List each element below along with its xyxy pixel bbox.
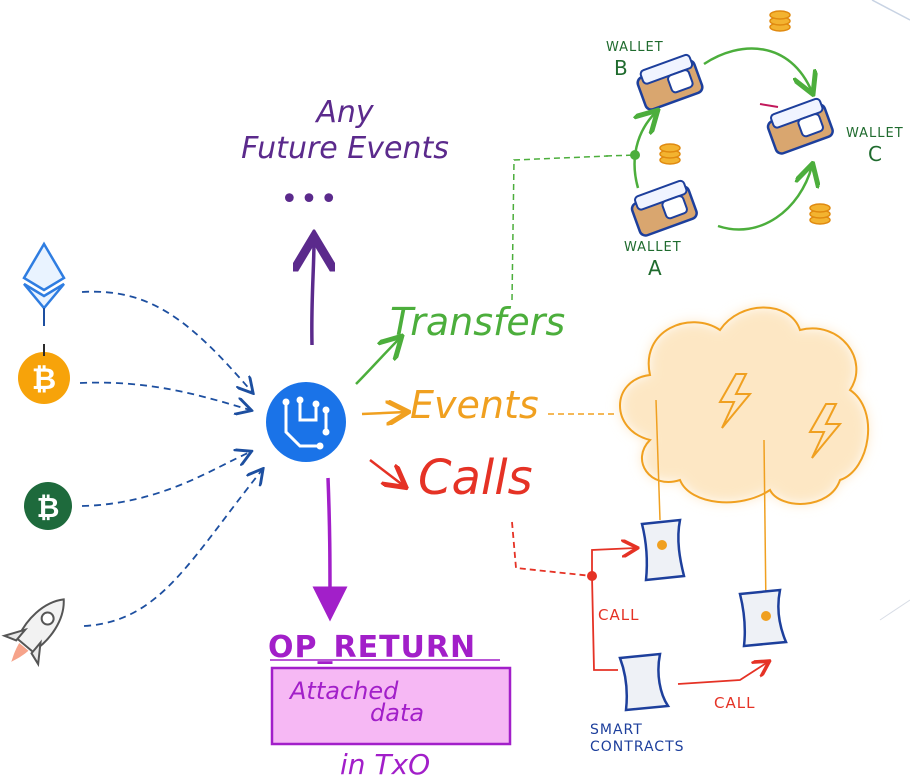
svg-text:₿: ₿ xyxy=(32,362,56,397)
transfers-link xyxy=(511,155,609,301)
contract-icon xyxy=(618,652,671,712)
hub-circuit-icon xyxy=(266,382,346,462)
cloud-link-1 xyxy=(655,399,661,521)
calls-arrow xyxy=(369,459,404,486)
coin-stack-icon xyxy=(809,203,831,225)
op-return-box xyxy=(270,666,512,746)
cloud-link-2 xyxy=(763,439,767,611)
ethereum-icon xyxy=(22,241,66,326)
future-events-label: Any Future Events xyxy=(210,95,480,167)
events-label: Events xyxy=(410,383,539,427)
call-label-1: CALL xyxy=(598,606,640,624)
calls-label: Calls xyxy=(418,450,533,506)
call-lines xyxy=(511,521,768,685)
smart-line-1: SMART xyxy=(590,722,643,738)
corner-line xyxy=(871,0,910,21)
wallet-c-letter: C xyxy=(868,142,882,166)
future-arrow xyxy=(312,240,314,346)
attached-line-1: Attached xyxy=(290,677,399,705)
call-label-2: CALL xyxy=(714,694,756,712)
wallet-b-icon xyxy=(636,53,704,111)
cloud-icon xyxy=(619,306,870,505)
smart-contracts-label: SMART CONTRACTS xyxy=(590,722,685,756)
transfers-label: Transfers xyxy=(390,300,566,344)
future-line-1: Any xyxy=(316,95,374,130)
coin-stack-icon xyxy=(659,143,681,165)
wallet-c-label: WALLET xyxy=(846,126,904,141)
transfer-junction xyxy=(630,150,640,160)
in-txo-label: in TxO xyxy=(340,748,431,781)
source-arrows xyxy=(79,290,262,627)
wallet-a-icon xyxy=(630,179,698,237)
coin-stack-icon xyxy=(769,10,791,32)
svg-text:₿: ₿ xyxy=(37,491,60,524)
contract-icon xyxy=(738,588,788,648)
wallet-c-tick xyxy=(759,103,779,108)
faint-line xyxy=(879,599,910,621)
smart-line-2: CONTRACTS xyxy=(590,739,685,755)
future-line-2: Future Events xyxy=(241,131,449,166)
events-arrow xyxy=(361,412,406,414)
wallet-c-icon xyxy=(766,97,834,155)
transfers-arrow xyxy=(355,338,400,385)
future-dots: ••• xyxy=(280,182,340,217)
bitcoin-cash-icon: ₿ xyxy=(24,482,72,530)
op-return-label: OP_RETURN xyxy=(268,630,477,665)
wallet-a-label: WALLET xyxy=(624,240,682,255)
wallet-b-label: WALLET xyxy=(606,40,664,55)
attached-line-2: data xyxy=(370,699,425,727)
contract-icon xyxy=(640,518,686,582)
call-junction xyxy=(587,571,597,581)
wallet-b-letter: B xyxy=(614,56,628,80)
rocket-icon xyxy=(1,598,65,668)
wallet-a-letter: A xyxy=(648,256,662,280)
attached-data-label: Attached data xyxy=(290,677,425,727)
bitcoin-icon: ₿ xyxy=(18,344,70,404)
wallet-arrows xyxy=(635,47,812,231)
op-return-arrow xyxy=(312,477,348,622)
